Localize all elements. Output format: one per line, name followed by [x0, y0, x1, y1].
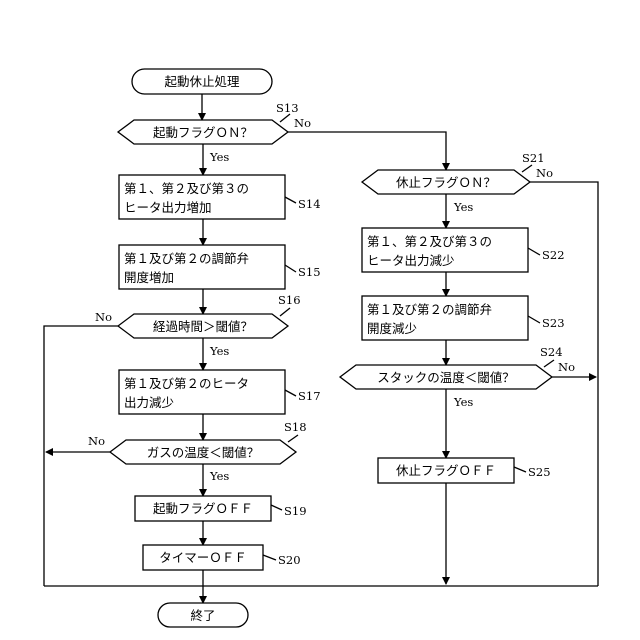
decision-s13-text: 起動フラグＯＮ？ [153, 125, 253, 140]
s21-no-label: No [536, 166, 553, 180]
step-s24: S24 [540, 345, 563, 359]
step-s22: S22 [542, 248, 565, 262]
decision-s21: 休止フラグＯＮ？ [362, 170, 530, 194]
s16-no-label: No [95, 310, 112, 324]
leader-line [285, 390, 296, 396]
leader-line [288, 435, 298, 442]
step-s13: S13 [276, 101, 299, 115]
step-s16: S16 [278, 293, 301, 307]
leader-line [271, 505, 282, 510]
s16-no-path [44, 326, 118, 586]
s20-text: タイマーＯＦＦ [159, 550, 247, 565]
s19-text: 起動フラグＯＦＦ [153, 501, 253, 516]
decision-s24: スタックの温度＜閾値？ [340, 365, 552, 389]
end-terminal: 終了 [158, 603, 248, 627]
process-s19: 起動フラグＯＦＦ [135, 496, 271, 521]
s16-yes-label: Yes [209, 344, 229, 358]
s13-no-path [288, 132, 446, 170]
s13-no-label: No [294, 116, 311, 130]
s18-no-label: No [88, 434, 105, 448]
s13-yes-label: Yes [209, 150, 229, 164]
decision-s24-text: スタックの温度＜閾値？ [377, 370, 515, 385]
s23-line2: 開度減少 [367, 321, 417, 336]
s24-yes-label: Yes [453, 395, 473, 409]
decision-s13: 起動フラグＯＮ？ [118, 120, 288, 144]
s23-line1: 第１及び第２の調節弁 [367, 302, 492, 317]
process-s17: 第１及び第２のヒータ 出力減少 [119, 370, 285, 414]
leader-line [528, 316, 540, 323]
s14-line1: 第１、第２及び第３の [124, 181, 249, 196]
s17-line1: 第１及び第２のヒータ [124, 376, 249, 391]
leader-line [285, 197, 296, 203]
leader-line [522, 165, 532, 172]
end-label: 終了 [190, 608, 215, 623]
s24-no-label: No [558, 360, 575, 374]
leader-line [514, 467, 526, 472]
process-s22: 第１、第２及び第３の ヒータ出力減少 [362, 228, 528, 272]
step-s18: S18 [284, 420, 307, 434]
leader-line [544, 360, 554, 367]
step-s14: S14 [298, 197, 321, 211]
step-s17: S17 [298, 389, 321, 403]
process-s25: 休止フラグＯＦＦ [378, 458, 514, 483]
process-s20: タイマーＯＦＦ [143, 545, 263, 570]
decision-s18-text: ガスの温度＜閾値？ [147, 445, 260, 460]
s25-text: 休止フラグＯＦＦ [396, 463, 496, 478]
decision-s16: 経過時間＞閾値？ [118, 314, 288, 338]
s22-line2: ヒータ出力減少 [367, 253, 455, 268]
start-terminal: 起動休止処理 [132, 69, 272, 94]
leader-line [280, 308, 290, 316]
step-s15: S15 [298, 265, 321, 279]
step-s20: S20 [278, 553, 301, 567]
leader-line [528, 248, 540, 255]
step-s25: S25 [528, 465, 551, 479]
s22-line1: 第１、第２及び第３の [367, 234, 492, 249]
start-label: 起動休止処理 [164, 74, 240, 89]
decision-s18: ガスの温度＜閾値？ [110, 440, 296, 464]
step-s19: S19 [284, 504, 307, 518]
s14-line2: ヒータ出力増加 [124, 200, 212, 215]
decision-s21-text: 休止フラグＯＮ？ [396, 175, 496, 190]
step-s21: S21 [522, 151, 545, 165]
s17-line2: 出力減少 [124, 395, 174, 410]
s15-line1: 第１及び第２の調節弁 [124, 251, 249, 266]
s15-line2: 開度増加 [124, 270, 174, 285]
s21-yes-label: Yes [453, 200, 473, 214]
s18-yes-label: Yes [209, 469, 229, 483]
leader-line [263, 555, 276, 560]
process-s15: 第１及び第２の調節弁 開度増加 [119, 245, 285, 289]
step-s23: S23 [542, 316, 565, 330]
leader-line [280, 114, 290, 122]
decision-s16-text: 経過時間＞閾値？ [153, 319, 253, 334]
process-s14: 第１、第２及び第３の ヒータ出力増加 [119, 175, 285, 219]
leader-line [285, 265, 296, 272]
process-s23: 第１及び第２の調節弁 開度減少 [362, 296, 528, 340]
